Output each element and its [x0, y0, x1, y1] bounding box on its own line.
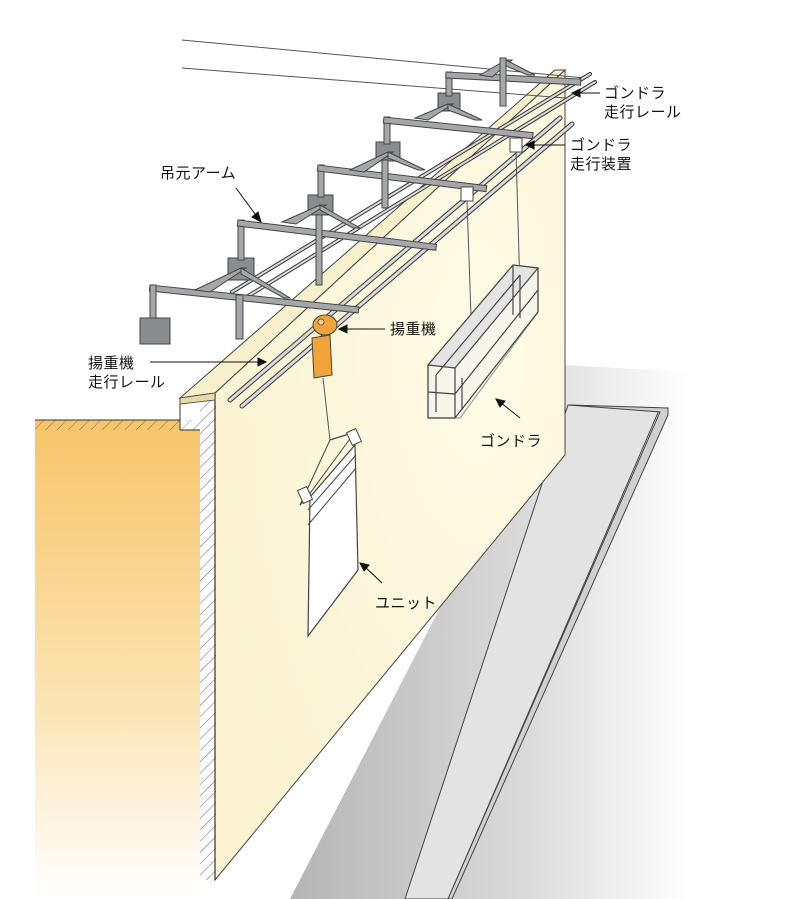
suspension-arms	[139, 57, 582, 345]
label-hoist-travel-rail: 揚重機 走行レール	[88, 354, 166, 392]
label-gondola-carriage: ゴンドラ 走行装置	[570, 136, 632, 174]
label-line: ゴンドラ	[480, 432, 543, 450]
label-line: ゴンドラ	[604, 84, 667, 102]
label-line: ゴンドラ	[570, 136, 633, 154]
label-unit: ユニット	[375, 594, 437, 613]
building-section	[35, 398, 200, 899]
hoist-machine	[311, 314, 338, 441]
label-line: 揚重機	[390, 320, 437, 338]
label-line: 走行レール	[88, 373, 166, 391]
label-gondola: ゴンドラ	[480, 432, 542, 451]
label-line: 走行レール	[604, 103, 682, 121]
label-line: ユニット	[375, 594, 438, 612]
label-line: 揚重機	[88, 354, 135, 372]
leader-lines	[150, 88, 600, 584]
ground-plane	[290, 365, 690, 899]
label-line: 走行装置	[570, 155, 633, 173]
building-wall	[200, 68, 566, 882]
unit-panel	[296, 427, 363, 638]
label-gondola-travel-rail: ゴンドラ 走行レール	[604, 84, 682, 122]
gondola	[426, 264, 540, 419]
label-hoist: 揚重機	[390, 320, 437, 339]
gondola-travel-rail	[230, 72, 597, 300]
label-line: 吊元アーム	[160, 164, 237, 182]
label-suspension-arm: 吊元アーム	[160, 164, 236, 183]
